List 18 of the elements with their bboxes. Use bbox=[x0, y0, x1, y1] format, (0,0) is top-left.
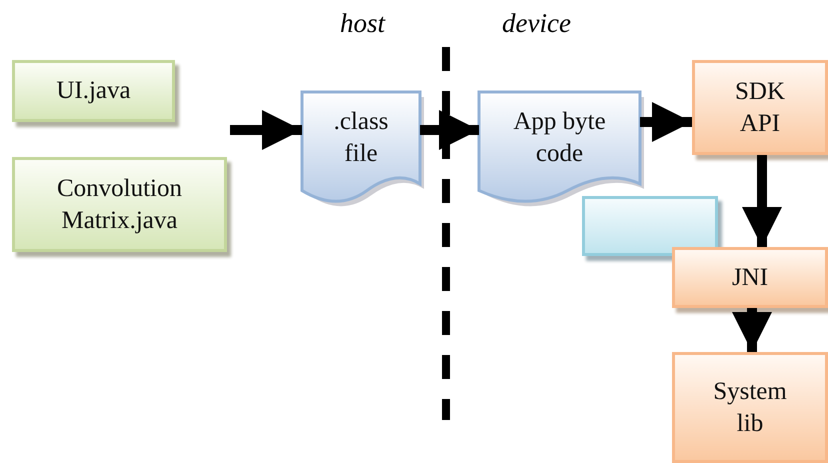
section-label: device bbox=[502, 8, 571, 39]
arrow bbox=[230, 110, 302, 150]
arrow bbox=[640, 102, 692, 142]
process-box bbox=[672, 352, 828, 463]
node-text: UI.java bbox=[56, 76, 131, 106]
process-box bbox=[12, 157, 227, 252]
node-text: JNI bbox=[732, 262, 768, 292]
section-label: host bbox=[340, 8, 386, 39]
node-text: SDK API bbox=[734, 76, 786, 138]
arrow bbox=[742, 155, 782, 247]
node-text: Convolution Matrix.java bbox=[56, 174, 183, 236]
arrow bbox=[732, 308, 772, 352]
arrow bbox=[420, 110, 479, 150]
process-box bbox=[692, 60, 828, 155]
process-box bbox=[12, 60, 175, 122]
empty-box bbox=[582, 196, 718, 256]
node-text: System lib bbox=[712, 376, 788, 438]
process-box bbox=[672, 247, 828, 308]
